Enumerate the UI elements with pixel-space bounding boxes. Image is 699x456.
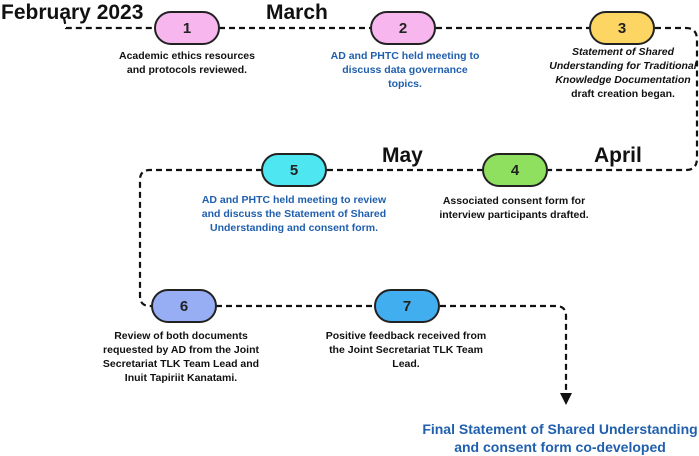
step-6-marker: 6 <box>151 289 217 323</box>
step-1-marker: 1 <box>154 11 220 45</box>
step-4-description: Associated consent form for interview pa… <box>439 195 589 221</box>
step-1-description: Academic ethics resources and protocols … <box>119 50 255 76</box>
final-outcome: Final Statement of Shared Understanding … <box>422 421 698 456</box>
step-5-marker: 5 <box>261 153 327 187</box>
month-may: May <box>382 144 423 167</box>
step-6-description: Review of both documents requested by AD… <box>102 330 260 384</box>
step-2-marker: 2 <box>370 11 436 45</box>
step-7-description: Positive feedback received from the Join… <box>325 330 487 370</box>
step-3-marker: 3 <box>589 11 655 45</box>
step-3-text: draft creation began. <box>571 87 675 100</box>
step-2-description: AD and PHTC held meeting to discuss data… <box>330 50 480 90</box>
month-february-2023: February 2023 <box>1 1 144 24</box>
step-3-description: Statement of Shared Understanding for Tr… <box>546 46 699 101</box>
step-4-marker: 4 <box>482 153 548 187</box>
month-april: April <box>594 144 642 167</box>
step-5-description: AD and PHTC held meeting to review and d… <box>201 194 387 234</box>
step-7-marker: 7 <box>374 289 440 323</box>
month-march: March <box>266 1 328 24</box>
arrow-head <box>560 393 572 405</box>
step-3-document-title: Statement of Shared Understanding for Tr… <box>549 46 697 86</box>
